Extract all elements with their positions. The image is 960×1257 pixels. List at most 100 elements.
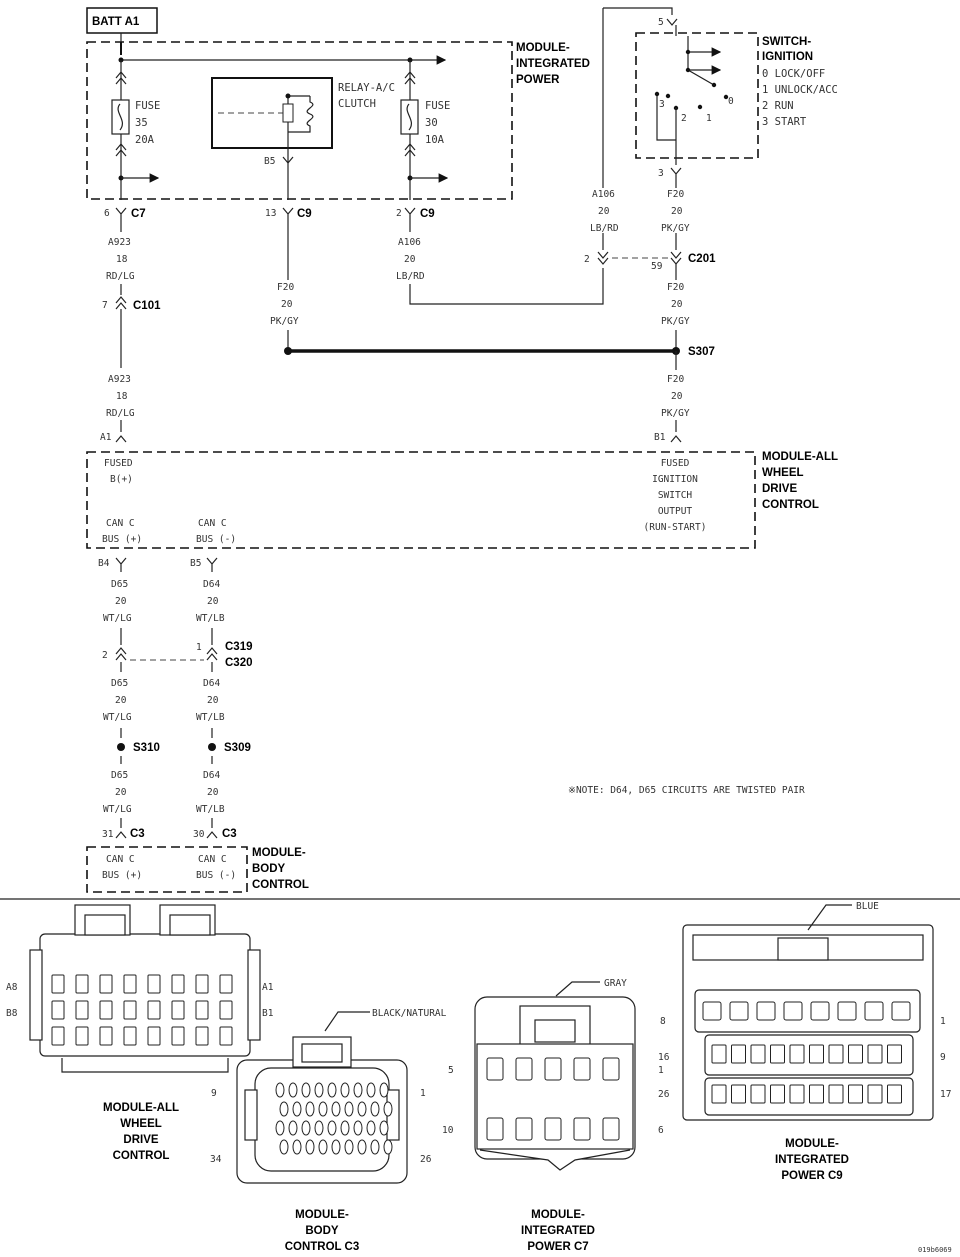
bcm-can-plus-label: CAN C BUS (+) — [102, 854, 142, 881]
connector-cavity — [357, 1101, 367, 1117]
connector-cavity — [383, 1101, 393, 1117]
svg-text:20: 20 — [115, 787, 127, 798]
svg-text:CAN C: CAN C — [198, 854, 227, 865]
connector-cavity — [314, 1120, 324, 1136]
ignition-switch-contacts: 3 2 1 0 — [654, 25, 734, 165]
svg-text:20: 20 — [598, 206, 610, 217]
connector-cavity — [515, 1117, 533, 1141]
connector-cavity — [486, 1057, 504, 1081]
awd-pin-a1: A1 — [100, 432, 127, 443]
svg-text:8: 8 — [660, 1016, 666, 1027]
svg-text:POWER C9: POWER C9 — [781, 1170, 842, 1182]
fuse-30-label: FUSE 30 10A — [425, 100, 450, 146]
bcm-can-minus-label: CAN C BUS (-) — [196, 854, 236, 881]
c7-connector-color: GRAY — [604, 978, 627, 989]
connector-cavity — [51, 1026, 65, 1046]
connector-cavity — [750, 1044, 766, 1064]
connector-cavity — [331, 1101, 341, 1117]
connector-cavity — [279, 1101, 289, 1117]
connector-cavity — [99, 1000, 113, 1020]
connector-cavity — [789, 1084, 805, 1104]
awd-fused-ign-label: FUSED IGNITION SWITCH OUTPUT (RUN-START) — [644, 458, 707, 533]
svg-text:A8: A8 — [6, 982, 18, 993]
ip-c9-connector-face — [682, 924, 934, 1121]
svg-text:B1: B1 — [654, 432, 666, 443]
svg-text:31: 31 — [102, 829, 114, 840]
wire-f20-r2-label: F20 20 PK/GY — [661, 282, 690, 327]
wire-a106-right-label: A106 20 LB/RD — [590, 189, 619, 234]
connector-cavity — [219, 1000, 233, 1020]
integrated-power-module-label: MODULE- INTEGRATED POWER — [516, 42, 590, 86]
relay-ac-clutch-label: RELAY-A/C CLUTCH — [338, 82, 395, 110]
fuse-35-label: FUSE 35 20A — [135, 100, 160, 146]
svg-text:CAN C: CAN C — [106, 518, 135, 529]
svg-text:20: 20 — [207, 787, 219, 798]
wire-f20-r3-label: F20 20 PK/GY — [661, 374, 690, 419]
svg-text:PK/GY: PK/GY — [661, 316, 690, 327]
svg-text:CONTROL: CONTROL — [252, 879, 309, 891]
awd-pin-b4: B4 — [98, 557, 127, 572]
figure-id: 019b6069 — [918, 1246, 952, 1254]
svg-text:B1: B1 — [262, 1008, 274, 1019]
connector-cavity — [195, 1000, 209, 1020]
connector-cavity — [783, 1001, 803, 1021]
svg-text:FUSED: FUSED — [104, 458, 133, 469]
connector-cavity — [602, 1117, 620, 1141]
connector-cavity — [292, 1101, 302, 1117]
wire-a106 — [409, 222, 604, 305]
integrated-power-module-box — [86, 41, 513, 200]
svg-text:PK/GY: PK/GY — [661, 408, 690, 419]
svg-text:SWITCH: SWITCH — [658, 490, 693, 501]
svg-text:5: 5 — [658, 17, 664, 28]
svg-text:1: 1 — [196, 642, 202, 653]
connector-cavity — [573, 1057, 591, 1081]
connector-cavity — [147, 1000, 161, 1020]
connector-switch-pin-3: 3 — [658, 167, 682, 188]
svg-text:9: 9 — [940, 1052, 946, 1063]
svg-text:BUS (-): BUS (-) — [196, 534, 236, 545]
svg-text:D65: D65 — [111, 678, 128, 689]
svg-text:IGNITION: IGNITION — [762, 51, 813, 63]
c9-color-leader — [807, 904, 852, 931]
svg-text:WHEEL: WHEEL — [120, 1118, 162, 1130]
connector-cavity — [809, 1084, 824, 1104]
svg-text:PK/GY: PK/GY — [661, 223, 690, 234]
svg-text:CLUTCH: CLUTCH — [338, 98, 376, 110]
connector-cavity — [756, 1001, 776, 1021]
ignition-switch-box — [635, 32, 759, 159]
connector-cavity — [51, 974, 65, 994]
connector-cavity — [353, 1120, 363, 1136]
connector-cavity — [123, 974, 137, 994]
svg-text:2: 2 — [584, 254, 590, 265]
svg-text:PK/GY: PK/GY — [270, 316, 299, 327]
connector-cavity — [171, 1000, 185, 1020]
bcm-c3-connector-face — [236, 1036, 408, 1184]
wire-f20-r1-label: F20 20 PK/GY — [661, 189, 690, 234]
connector-cavity — [366, 1082, 376, 1098]
awd-connector-pin-labels: A8 B8 A1 B1 — [6, 982, 274, 1019]
svg-text:CONTROL: CONTROL — [762, 499, 819, 511]
wire-d64-2-label: D64 20 WT/LB — [196, 678, 225, 723]
svg-text:13: 13 — [265, 208, 276, 219]
svg-text:34: 34 — [210, 1154, 222, 1165]
svg-text:0 LOCK/OFF: 0 LOCK/OFF — [762, 68, 825, 80]
bcm-connector-color: BLACK/NATURAL — [372, 1008, 447, 1019]
svg-text:D64: D64 — [203, 579, 220, 590]
ip-c7-connector-title: MODULE- INTEGRATED POWER C7 — [521, 1209, 595, 1253]
connector-c9-pin-13: 13 C9 — [265, 207, 312, 222]
svg-text:DRIVE: DRIVE — [762, 483, 797, 495]
svg-text:WT/LB: WT/LB — [196, 804, 225, 815]
svg-text:3: 3 — [658, 168, 664, 179]
splice-s310: S310 — [117, 742, 160, 754]
svg-text:A1: A1 — [100, 432, 112, 443]
svg-text:WT/LB: WT/LB — [196, 712, 225, 723]
svg-text:CONTROL C3: CONTROL C3 — [285, 1241, 360, 1253]
svg-text:26: 26 — [658, 1089, 670, 1100]
svg-text:WT/LG: WT/LG — [103, 613, 132, 624]
svg-text:6: 6 — [104, 208, 110, 219]
connector-cavity — [867, 1044, 883, 1064]
awd-pin-b1: B1 — [654, 432, 682, 443]
bcm-color-leader — [324, 1011, 370, 1032]
fuse-30-symbol — [400, 71, 419, 157]
bcm-module-label: MODULE- BODY CONTROL — [252, 847, 309, 891]
